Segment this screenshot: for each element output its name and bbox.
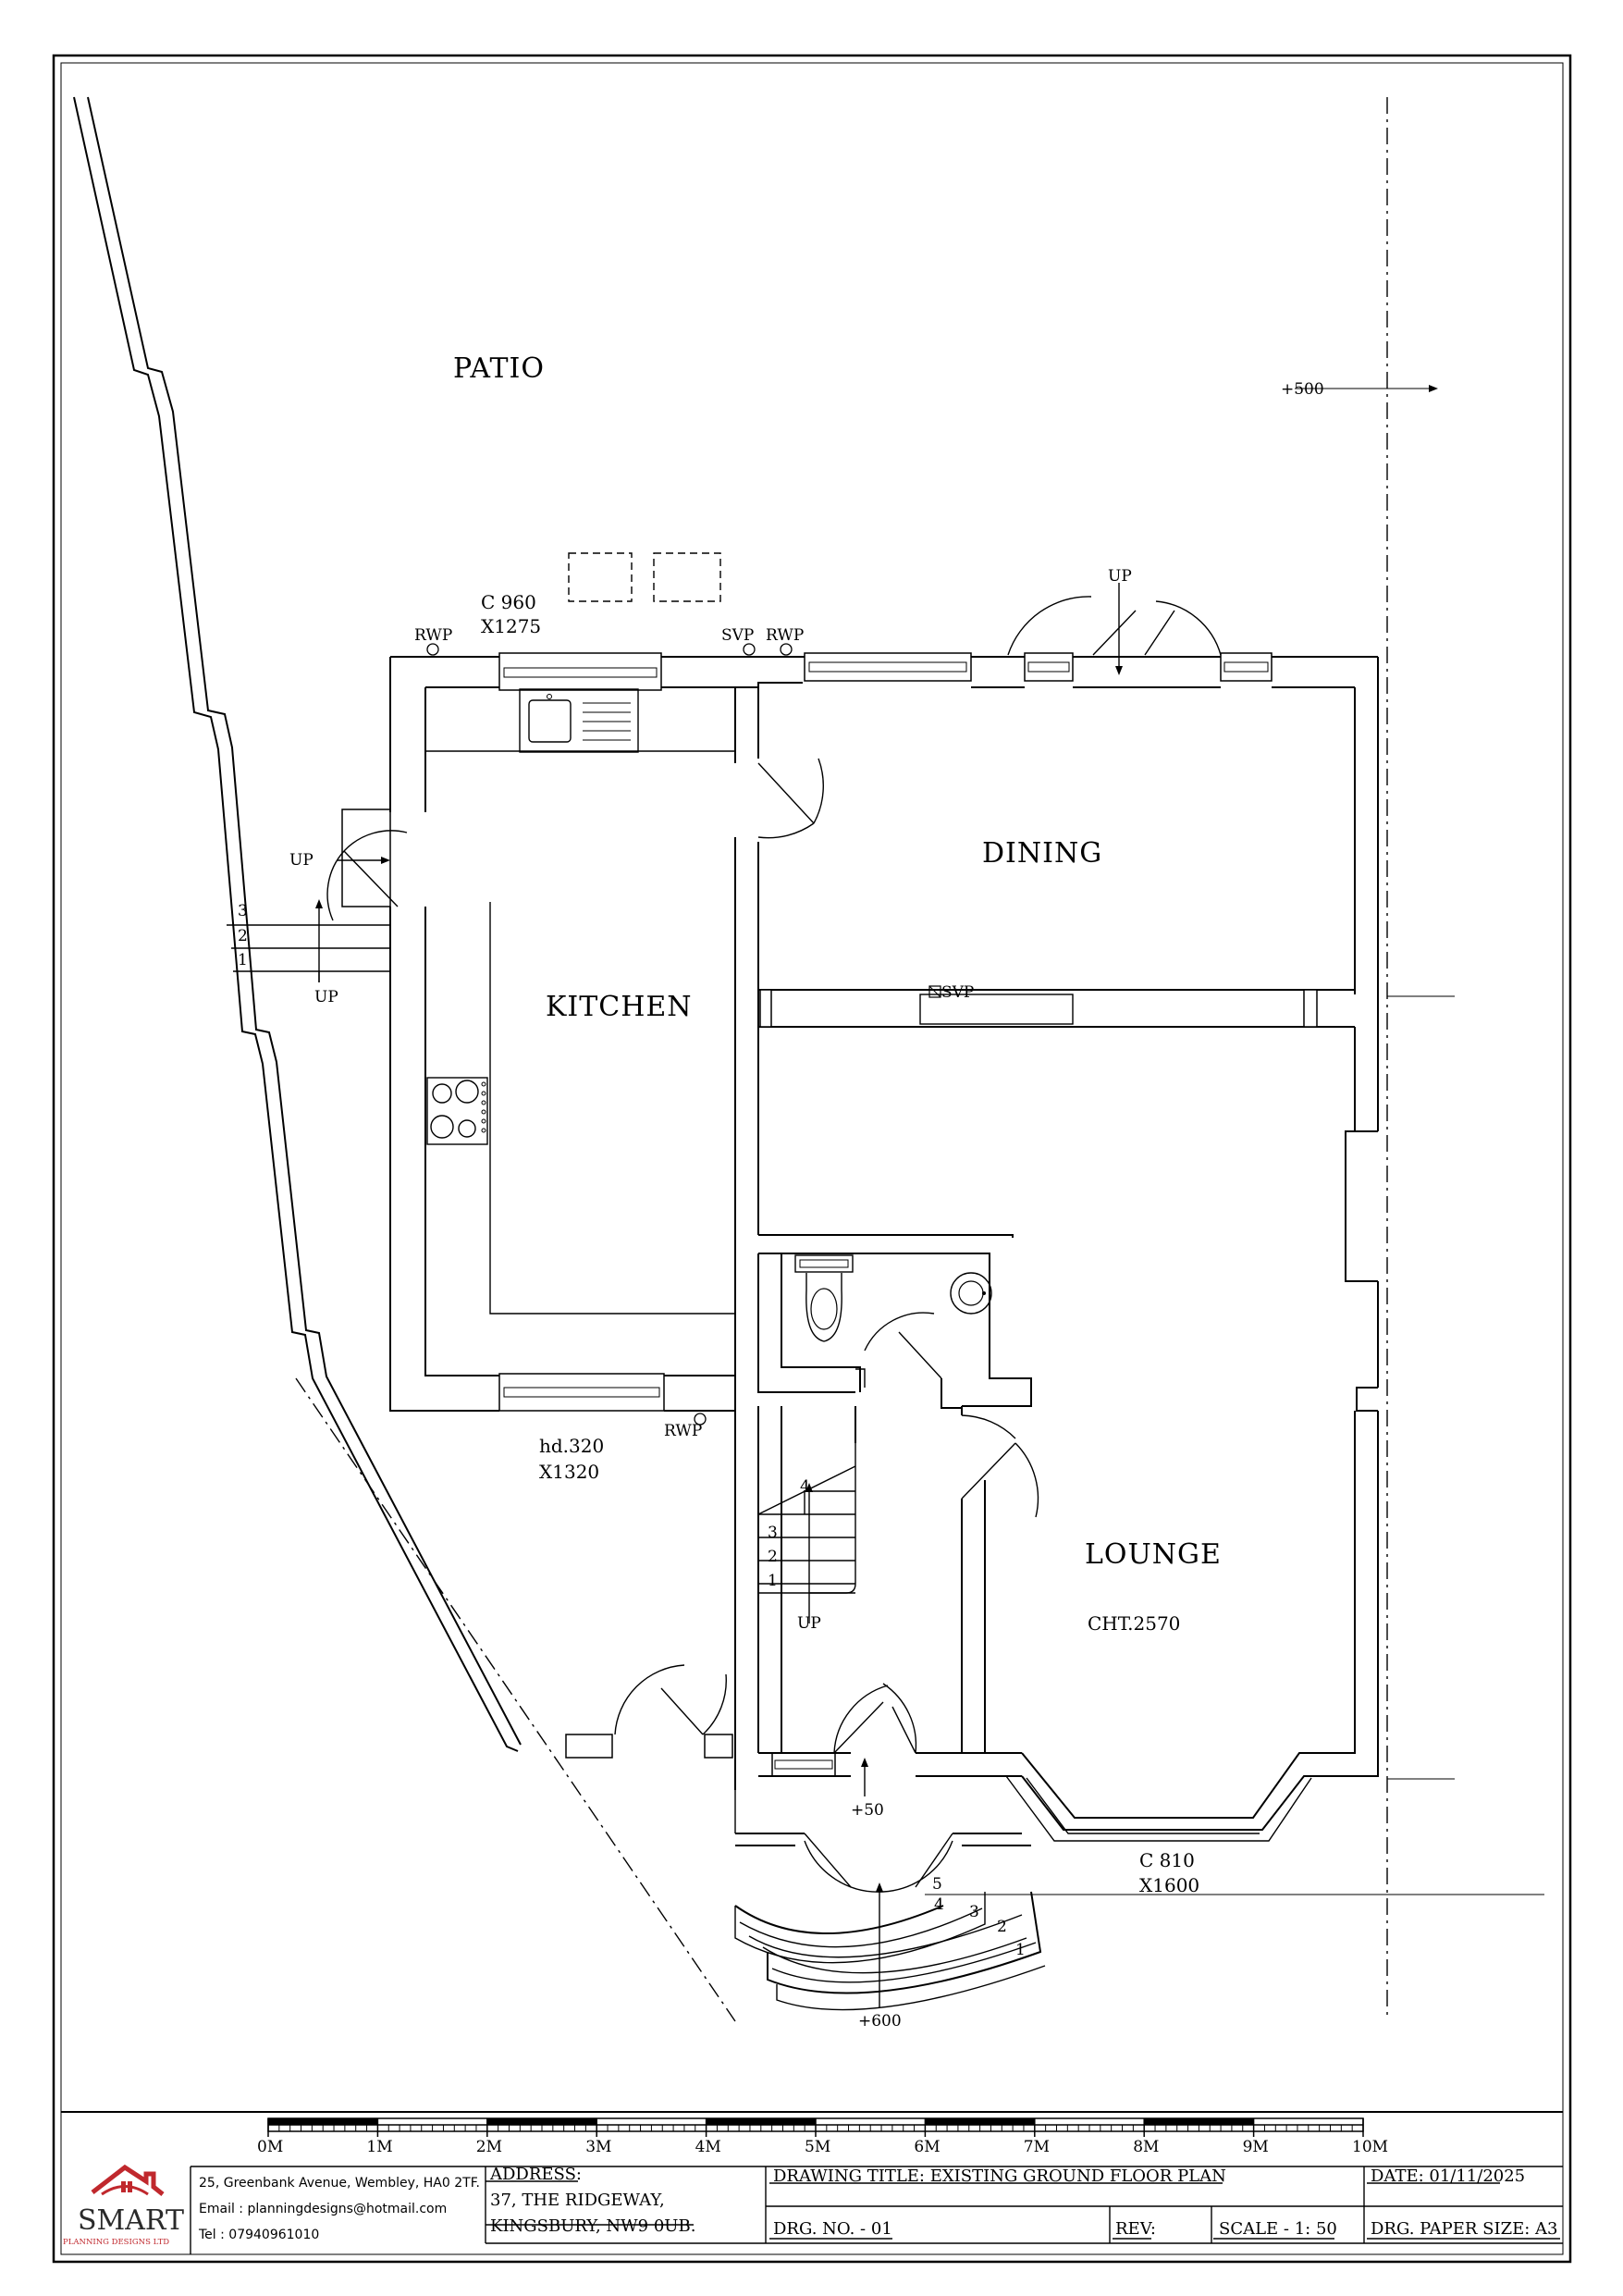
rwp-label-1: RWP <box>414 626 452 645</box>
rwp-label-2: RWP <box>766 626 804 645</box>
front-step-3: 3 <box>969 1903 979 1921</box>
doors <box>326 596 1222 1893</box>
drawing-title: DRAWING TITLE: EXISTING GROUND FLOOR PLA… <box>773 2166 1226 2186</box>
window-lounge-size-2: X1600 <box>1139 1874 1199 1896</box>
date: DATE: 01/11/2025 <box>1371 2166 1525 2186</box>
side-steps <box>227 857 390 982</box>
lounge-bay-window <box>962 1752 1318 1842</box>
up-side-steps-label: UP <box>314 988 338 1006</box>
window-rear-size-2: X1275 <box>481 615 541 637</box>
scale-bar-label: 1M <box>366 2138 392 2156</box>
svp-dining-label: SVP <box>941 983 974 1002</box>
up-stairs-label: UP <box>797 1614 821 1633</box>
front-step-5: 5 <box>932 1875 942 1894</box>
front-step-1: 1 <box>1015 1941 1026 1959</box>
pipes <box>426 643 793 1426</box>
scale-bar-label: 7M <box>1024 2138 1050 2156</box>
svp-label-1: SVP <box>721 626 754 645</box>
paper-size-value: A3 <box>1534 2219 1557 2239</box>
address-line2: KINGSBURY, NW9 0UB. <box>490 2216 695 2236</box>
company-address: 25, Greenbank Avenue, Wembley, HA0 2TF. <box>199 2176 480 2191</box>
windows <box>498 652 1273 1777</box>
scale: SCALE - 1: 50 <box>1219 2219 1337 2239</box>
scale-bar-label: 2M <box>476 2138 502 2156</box>
external-walls <box>389 656 1379 1777</box>
patio-slabs <box>568 552 721 602</box>
stair-4: 4 <box>800 1477 810 1496</box>
wc-fittings <box>794 1254 992 1342</box>
arrows <box>861 583 1123 2007</box>
window-rear-size-1: C 960 <box>481 591 536 613</box>
address-label: ADDRESS: <box>489 2165 582 2184</box>
level-600: +600 <box>858 2012 902 2031</box>
room-lounge: LOUNGE <box>1085 1538 1222 1571</box>
company-subtitle: PLANNING DESIGNS LTD <box>63 2238 169 2247</box>
company-logo: SMART PLANNING DESIGNS LTD <box>63 2164 184 2247</box>
company-name: SMART <box>78 2204 184 2237</box>
front-step-2: 2 <box>997 1918 1007 1936</box>
level-500: +500 <box>1281 380 1324 399</box>
up-rear-label: UP <box>1108 567 1132 586</box>
scale-bar-label: 10M <box>1352 2138 1388 2156</box>
scale-bar-label: 6M <box>914 2138 940 2156</box>
scale-bar-label: 9M <box>1243 2138 1269 2156</box>
side-step-3: 3 <box>238 902 248 920</box>
scale-bar-block <box>1144 2118 1254 2125</box>
company-email: Email : planningdesigns@hotmail.com <box>199 2202 447 2216</box>
side-step-2: 2 <box>238 927 248 945</box>
front-steps <box>734 1891 1046 2011</box>
scale-bar-block <box>925 2118 1035 2125</box>
window-lounge-size-1: C 810 <box>1139 1849 1195 1871</box>
scale-bar: 0M 1M 2M 3M 4M 5M 6M 7M 8M 9M 10M <box>257 2117 1388 2156</box>
kitchen-fittings <box>426 688 639 1145</box>
window-front-size-2: X1320 <box>539 1461 599 1483</box>
scale-bar-block <box>268 2118 378 2125</box>
room-dining: DINING <box>982 837 1102 870</box>
scale-bar-label: 8M <box>1133 2138 1159 2156</box>
address-line1: 37, THE RIDGEWAY, <box>490 2191 665 2210</box>
up-side-door-label: UP <box>289 851 314 870</box>
level-50: +50 <box>851 1801 884 1820</box>
annotations: +500 UP C 960 X1275 RWP SVP RWP UP 3 2 1… <box>238 380 1324 2031</box>
internal-stairs <box>757 1443 856 1623</box>
stair-1: 1 <box>768 1572 778 1590</box>
right-boundary-line <box>925 97 1544 2017</box>
side-step-1: 1 <box>238 951 248 969</box>
sheet-border <box>52 54 1572 2264</box>
window-front-size-1: hd.320 <box>539 1435 604 1457</box>
scale-bar-label: 3M <box>585 2138 611 2156</box>
room-kitchen: KITCHEN <box>546 991 693 1023</box>
paper-size-label: DRG. PAPER SIZE: <box>1371 2219 1530 2239</box>
ceiling-height: CHT.2570 <box>1088 1612 1180 1635</box>
scale-bar-block <box>706 2118 816 2125</box>
left-boundary-wall <box>73 96 736 2022</box>
drawing-number: DRG. NO. - 01 <box>773 2219 892 2239</box>
scale-bar-label: 4M <box>695 2138 721 2156</box>
stair-3: 3 <box>768 1524 778 1542</box>
internal-walls <box>425 687 1355 1846</box>
scale-bar-label: 0M <box>257 2138 283 2156</box>
company-tel: Tel : 07940961010 <box>198 2228 319 2242</box>
revision: REV: <box>1115 2219 1156 2239</box>
stair-2: 2 <box>768 1548 778 1566</box>
room-patio: PATIO <box>453 352 545 385</box>
scale-bar-label: 5M <box>805 2138 830 2156</box>
front-step-4: 4 <box>934 1895 944 1914</box>
scale-bar-block <box>486 2118 597 2125</box>
rwp-label-3: RWP <box>664 1422 702 1440</box>
title-block <box>61 2111 1563 2254</box>
